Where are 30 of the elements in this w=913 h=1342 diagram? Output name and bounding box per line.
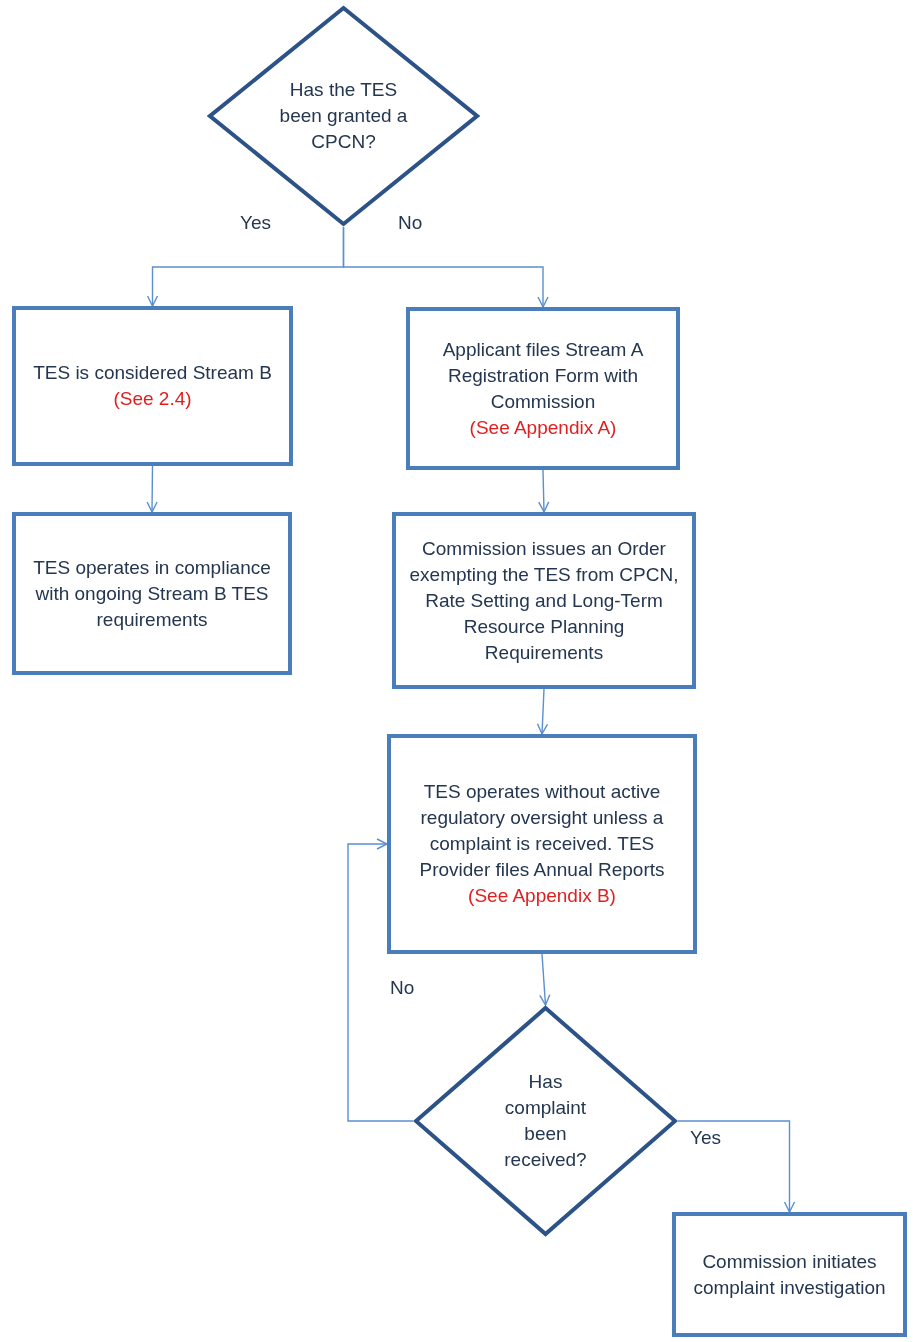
process-box [12, 306, 293, 466]
step-text: Commission issues an Order exempting the TES from CPCN, Rate Setting and Long-Term Resource Planning Requirements [408, 536, 680, 665]
arrow [536, 688, 549, 735]
process-box [12, 512, 292, 675]
arrow [677, 1120, 796, 1213]
edge-label: No [390, 978, 415, 997]
step-text: TES operates in compliance with ongoing Stream B TES requirements [32, 555, 272, 632]
process-box [387, 734, 697, 954]
decision-diamond [413, 1005, 678, 1237]
step-text: Applicant files Stream A Registration Form with Commission [441, 337, 645, 414]
arrow [539, 953, 551, 1006]
reference-note: (See 2.4) [113, 387, 192, 411]
arrow [146, 465, 158, 513]
step-text: TES is considered Stream B [33, 361, 272, 385]
step-text: Commission initiates complaint investigation [692, 1249, 887, 1300]
decision-text: Has complaint been received? [503, 1070, 588, 1172]
arrow [342, 226, 549, 308]
process-box [406, 307, 680, 470]
edge-label: Yes [690, 1128, 721, 1147]
arrow [347, 838, 414, 1122]
reference-note: (See Appendix A) [469, 415, 617, 440]
edge-label: No [398, 213, 423, 232]
decision-text: Has the TES been granted a CPCN? [278, 78, 409, 154]
reference-note: (See Appendix B) [468, 884, 616, 908]
edge-label: Yes [240, 213, 271, 232]
process-box [672, 1212, 907, 1337]
decision-diamond [207, 5, 480, 227]
arrow [538, 469, 550, 513]
step-text: TES operates without active regulatory oversight unless a complaint is received. TES Provider files Annual Reports [418, 780, 666, 882]
process-box [392, 512, 696, 689]
